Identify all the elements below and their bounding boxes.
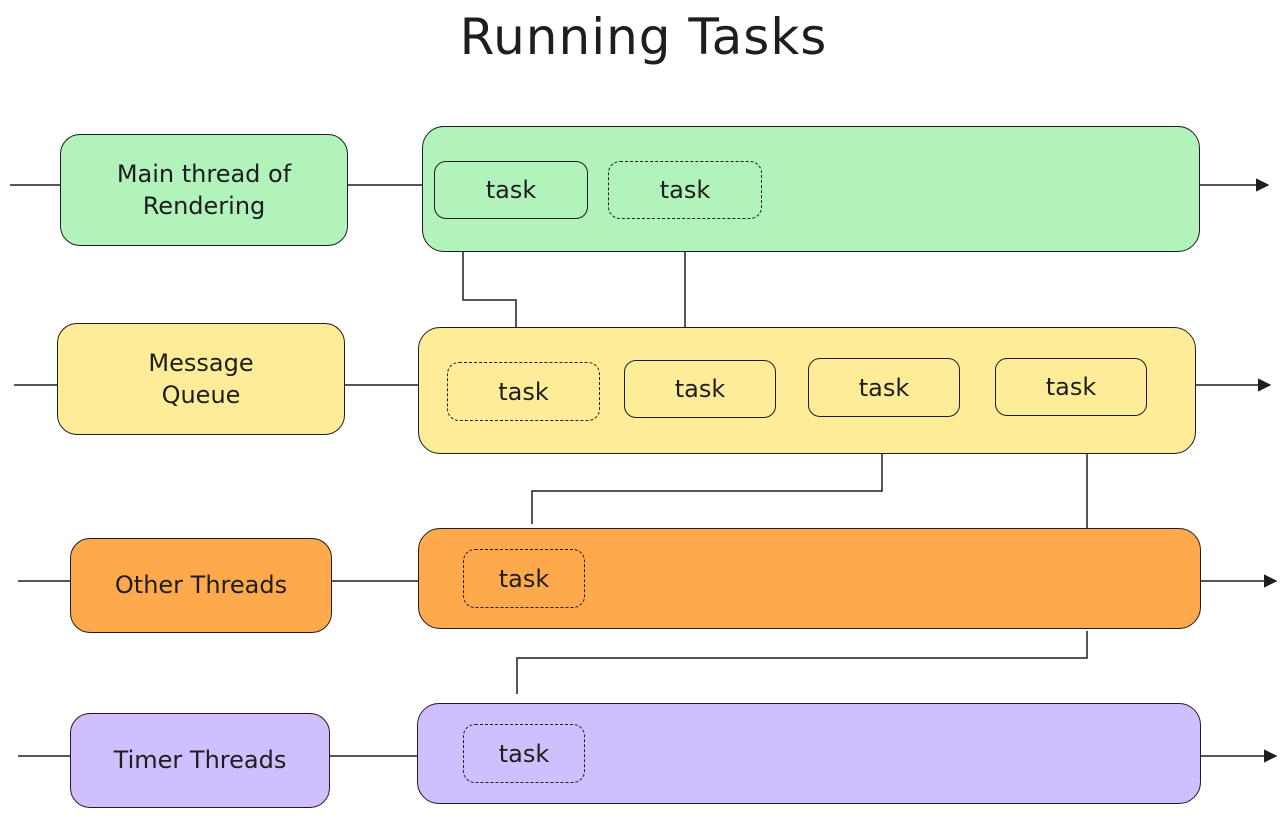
- task-main-1: task: [434, 161, 588, 219]
- connector-timer-to-other: [516, 631, 1088, 694]
- label-timer-threads: Timer Threads: [70, 713, 330, 808]
- label-other-threads: Other Threads: [70, 538, 332, 633]
- arrow-other-to-queue-3: [531, 424, 889, 524]
- diagram-title: Running Tasks: [459, 8, 828, 66]
- lane-message-queue: [418, 327, 1196, 454]
- task-queue-2: task: [624, 360, 776, 418]
- lane-other-threads: [418, 528, 1201, 629]
- task-other-1: task: [463, 549, 585, 608]
- task-queue-1: task: [447, 362, 600, 421]
- task-main-2: task: [608, 161, 762, 219]
- lane-timer-threads: [417, 703, 1201, 804]
- arrow-queue-to-main: [456, 230, 517, 345]
- task-queue-3: task: [808, 358, 960, 417]
- lane-main-thread: [422, 126, 1200, 252]
- label-main-thread: Main thread of Rendering: [60, 134, 348, 246]
- task-timer-1: task: [463, 724, 585, 783]
- task-queue-4: task: [995, 358, 1147, 416]
- label-message-queue: Message Queue: [57, 323, 345, 435]
